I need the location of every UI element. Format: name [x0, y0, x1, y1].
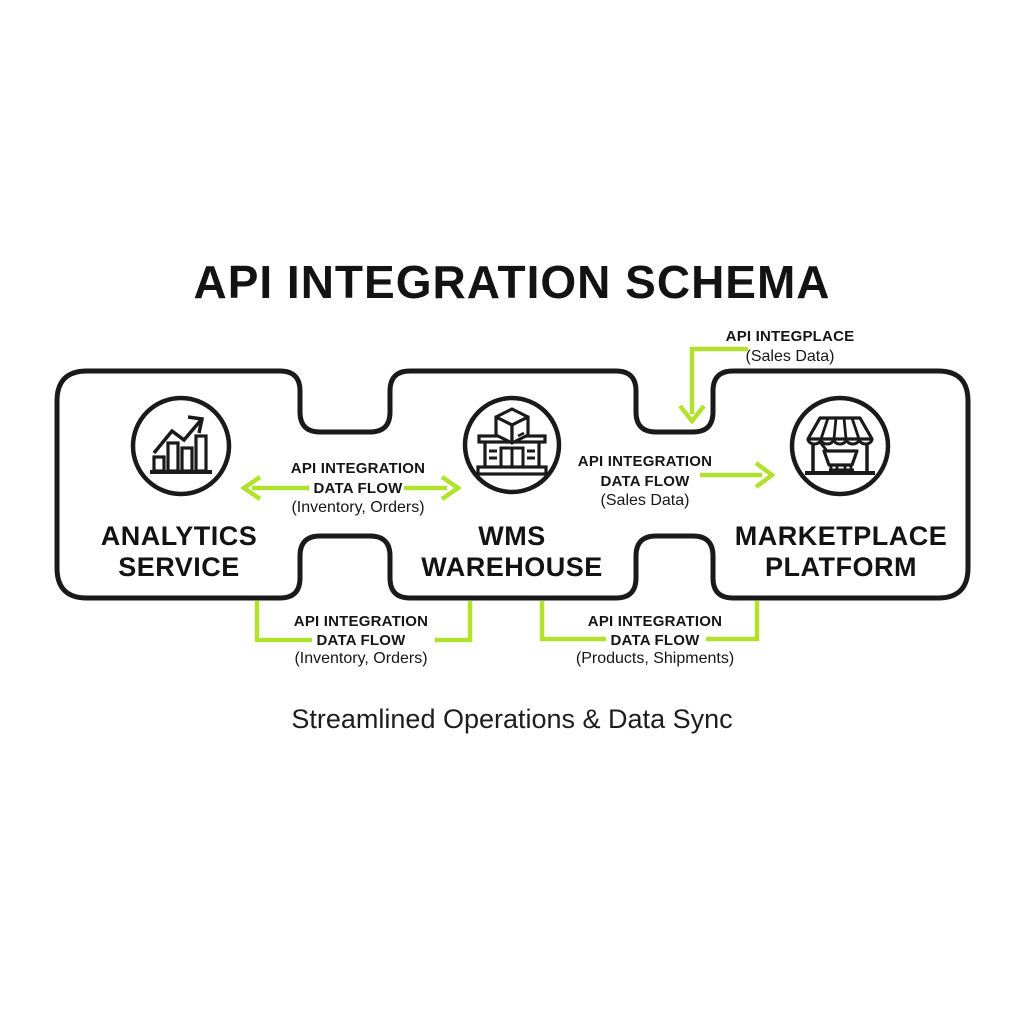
- flow-line: API INTEGRATION: [587, 613, 723, 630]
- node-label-line: WMS: [478, 521, 546, 551]
- diagram-caption: Streamlined Operations & Data Sync: [291, 704, 733, 734]
- flow-line: API INTEGRATION: [290, 460, 426, 477]
- node-label-line: ANALYTICS: [100, 521, 258, 551]
- flow-label-right: API INTEGRATION DATA FLOW (Sales Data): [578, 452, 712, 511]
- flow-line: API INTEGRATION: [293, 613, 429, 630]
- schema-outline: [54, 368, 971, 601]
- node-label-line: SERVICE: [118, 552, 240, 582]
- flow-label-left: API INTEGRATION DATA FLOW (Inventory, Or…: [291, 459, 425, 518]
- node-label-analytics-service: ANALYTICS SERVICE: [101, 521, 258, 583]
- flow-line: API INTEGRATION: [577, 453, 713, 470]
- flow-line: (Sales Data): [600, 492, 690, 509]
- page-title: API INTEGRATION SCHEMA: [193, 256, 831, 308]
- bottom-right-bracket: [539, 601, 760, 642]
- flow-line: DATA FLOW: [600, 472, 690, 490]
- flow-line: DATA FLOW: [316, 631, 406, 649]
- node-label-marketplace-platform: MARKETPLACE PLATFORM: [735, 521, 948, 583]
- flow-label-bottom-left: API INTEGRATION DATA FLOW (Inventory, Or…: [294, 613, 428, 669]
- bar-chart-icon: [130, 395, 232, 497]
- node-label-line: WAREHOUSE: [421, 552, 603, 582]
- callout-line: (Sales Data): [745, 347, 835, 365]
- storefront-icon: [789, 395, 891, 497]
- flow-label-bottom-right: API INTEGRATION DATA FLOW (Products, Shi…: [576, 613, 734, 669]
- flow-line: (Products, Shipments): [575, 650, 735, 667]
- bidirectional-arrow: [240, 475, 462, 501]
- down-elbow-arrow: [678, 346, 748, 425]
- node-label-line: MARKETPLACE: [734, 521, 948, 551]
- flow-line: (Inventory, Orders): [291, 499, 425, 516]
- flow-line: DATA FLOW: [313, 479, 403, 497]
- warehouse-icon: [462, 395, 562, 495]
- flow-line: DATA FLOW: [610, 631, 700, 649]
- bottom-left-bracket: [254, 601, 473, 643]
- right-arrow: [700, 461, 776, 489]
- callout-line: API INTEGPLACE: [725, 328, 855, 345]
- callout-top-sales-data: API INTEGPLACE (Sales Data): [726, 327, 855, 366]
- flow-line: (Inventory, Orders): [294, 650, 428, 667]
- node-label-line: PLATFORM: [765, 552, 917, 582]
- node-label-wms-warehouse: WMS WAREHOUSE: [421, 521, 603, 583]
